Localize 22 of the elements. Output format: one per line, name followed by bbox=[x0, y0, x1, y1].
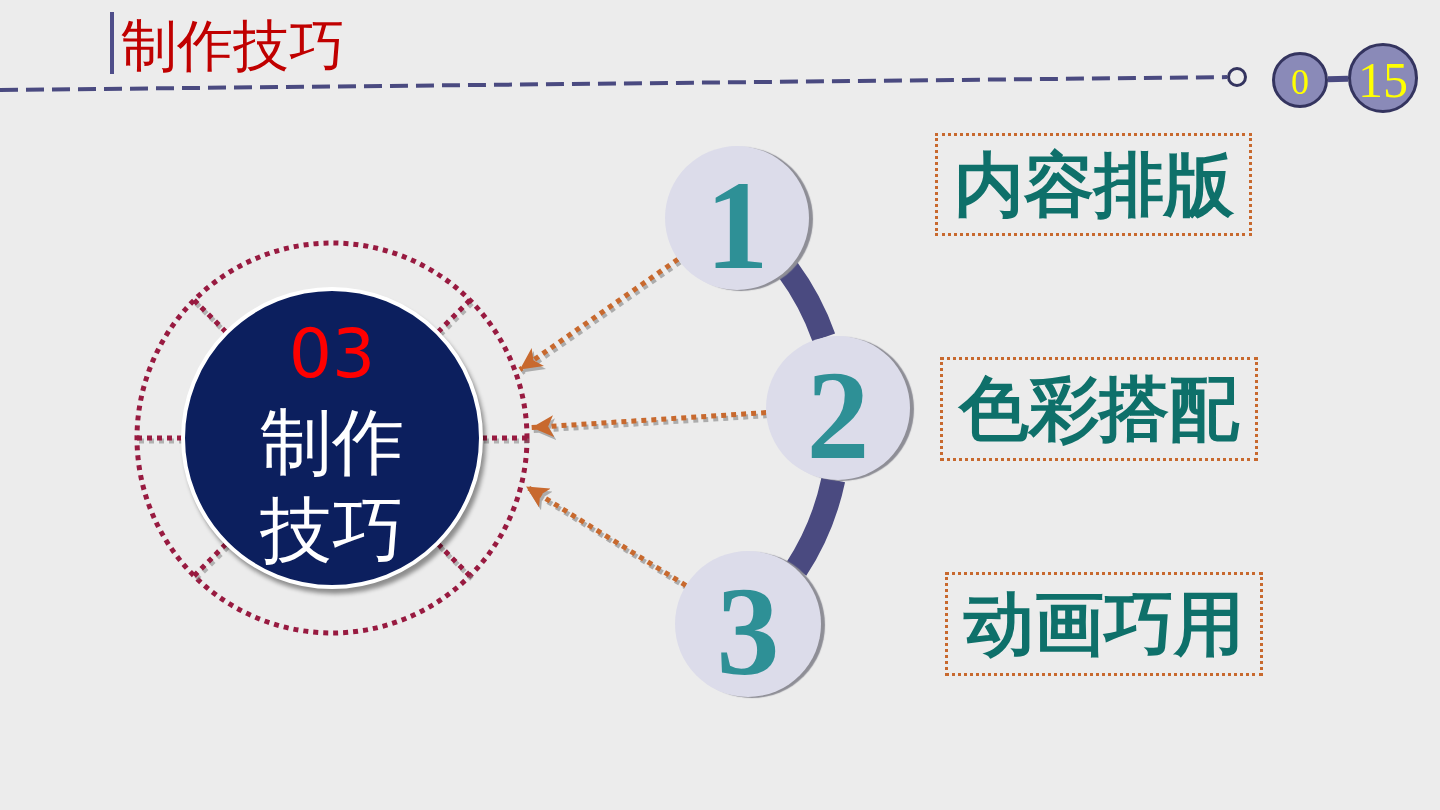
step-number: 2 bbox=[806, 353, 870, 479]
section-number: 03 bbox=[288, 320, 376, 388]
topic-label: 色彩搭配 bbox=[959, 374, 1239, 444]
arc-connector bbox=[777, 262, 835, 342]
dotted-frame bbox=[945, 572, 1263, 676]
slide-title: 制作技巧 bbox=[121, 14, 345, 78]
dotted-arrow bbox=[524, 484, 688, 588]
page-number: 0 bbox=[1291, 64, 1309, 100]
dotted-frame bbox=[940, 357, 1258, 461]
section-title: 制作技巧 bbox=[259, 399, 405, 574]
page-number: 15 bbox=[1358, 55, 1408, 105]
dashed-line bbox=[0, 75, 1228, 92]
dotted-ring bbox=[132, 238, 532, 638]
topic-label: 内容排版 bbox=[953, 149, 1234, 220]
step-number: 1 bbox=[705, 163, 769, 289]
connector-line bbox=[1327, 75, 1349, 83]
arc-connector bbox=[785, 476, 845, 576]
topic-label: 动画巧用 bbox=[964, 589, 1244, 659]
dotted-arrow bbox=[531, 410, 767, 438]
step-number: 3 bbox=[716, 569, 780, 695]
dotted-frame bbox=[935, 133, 1252, 236]
dotted-arrow bbox=[518, 257, 680, 372]
